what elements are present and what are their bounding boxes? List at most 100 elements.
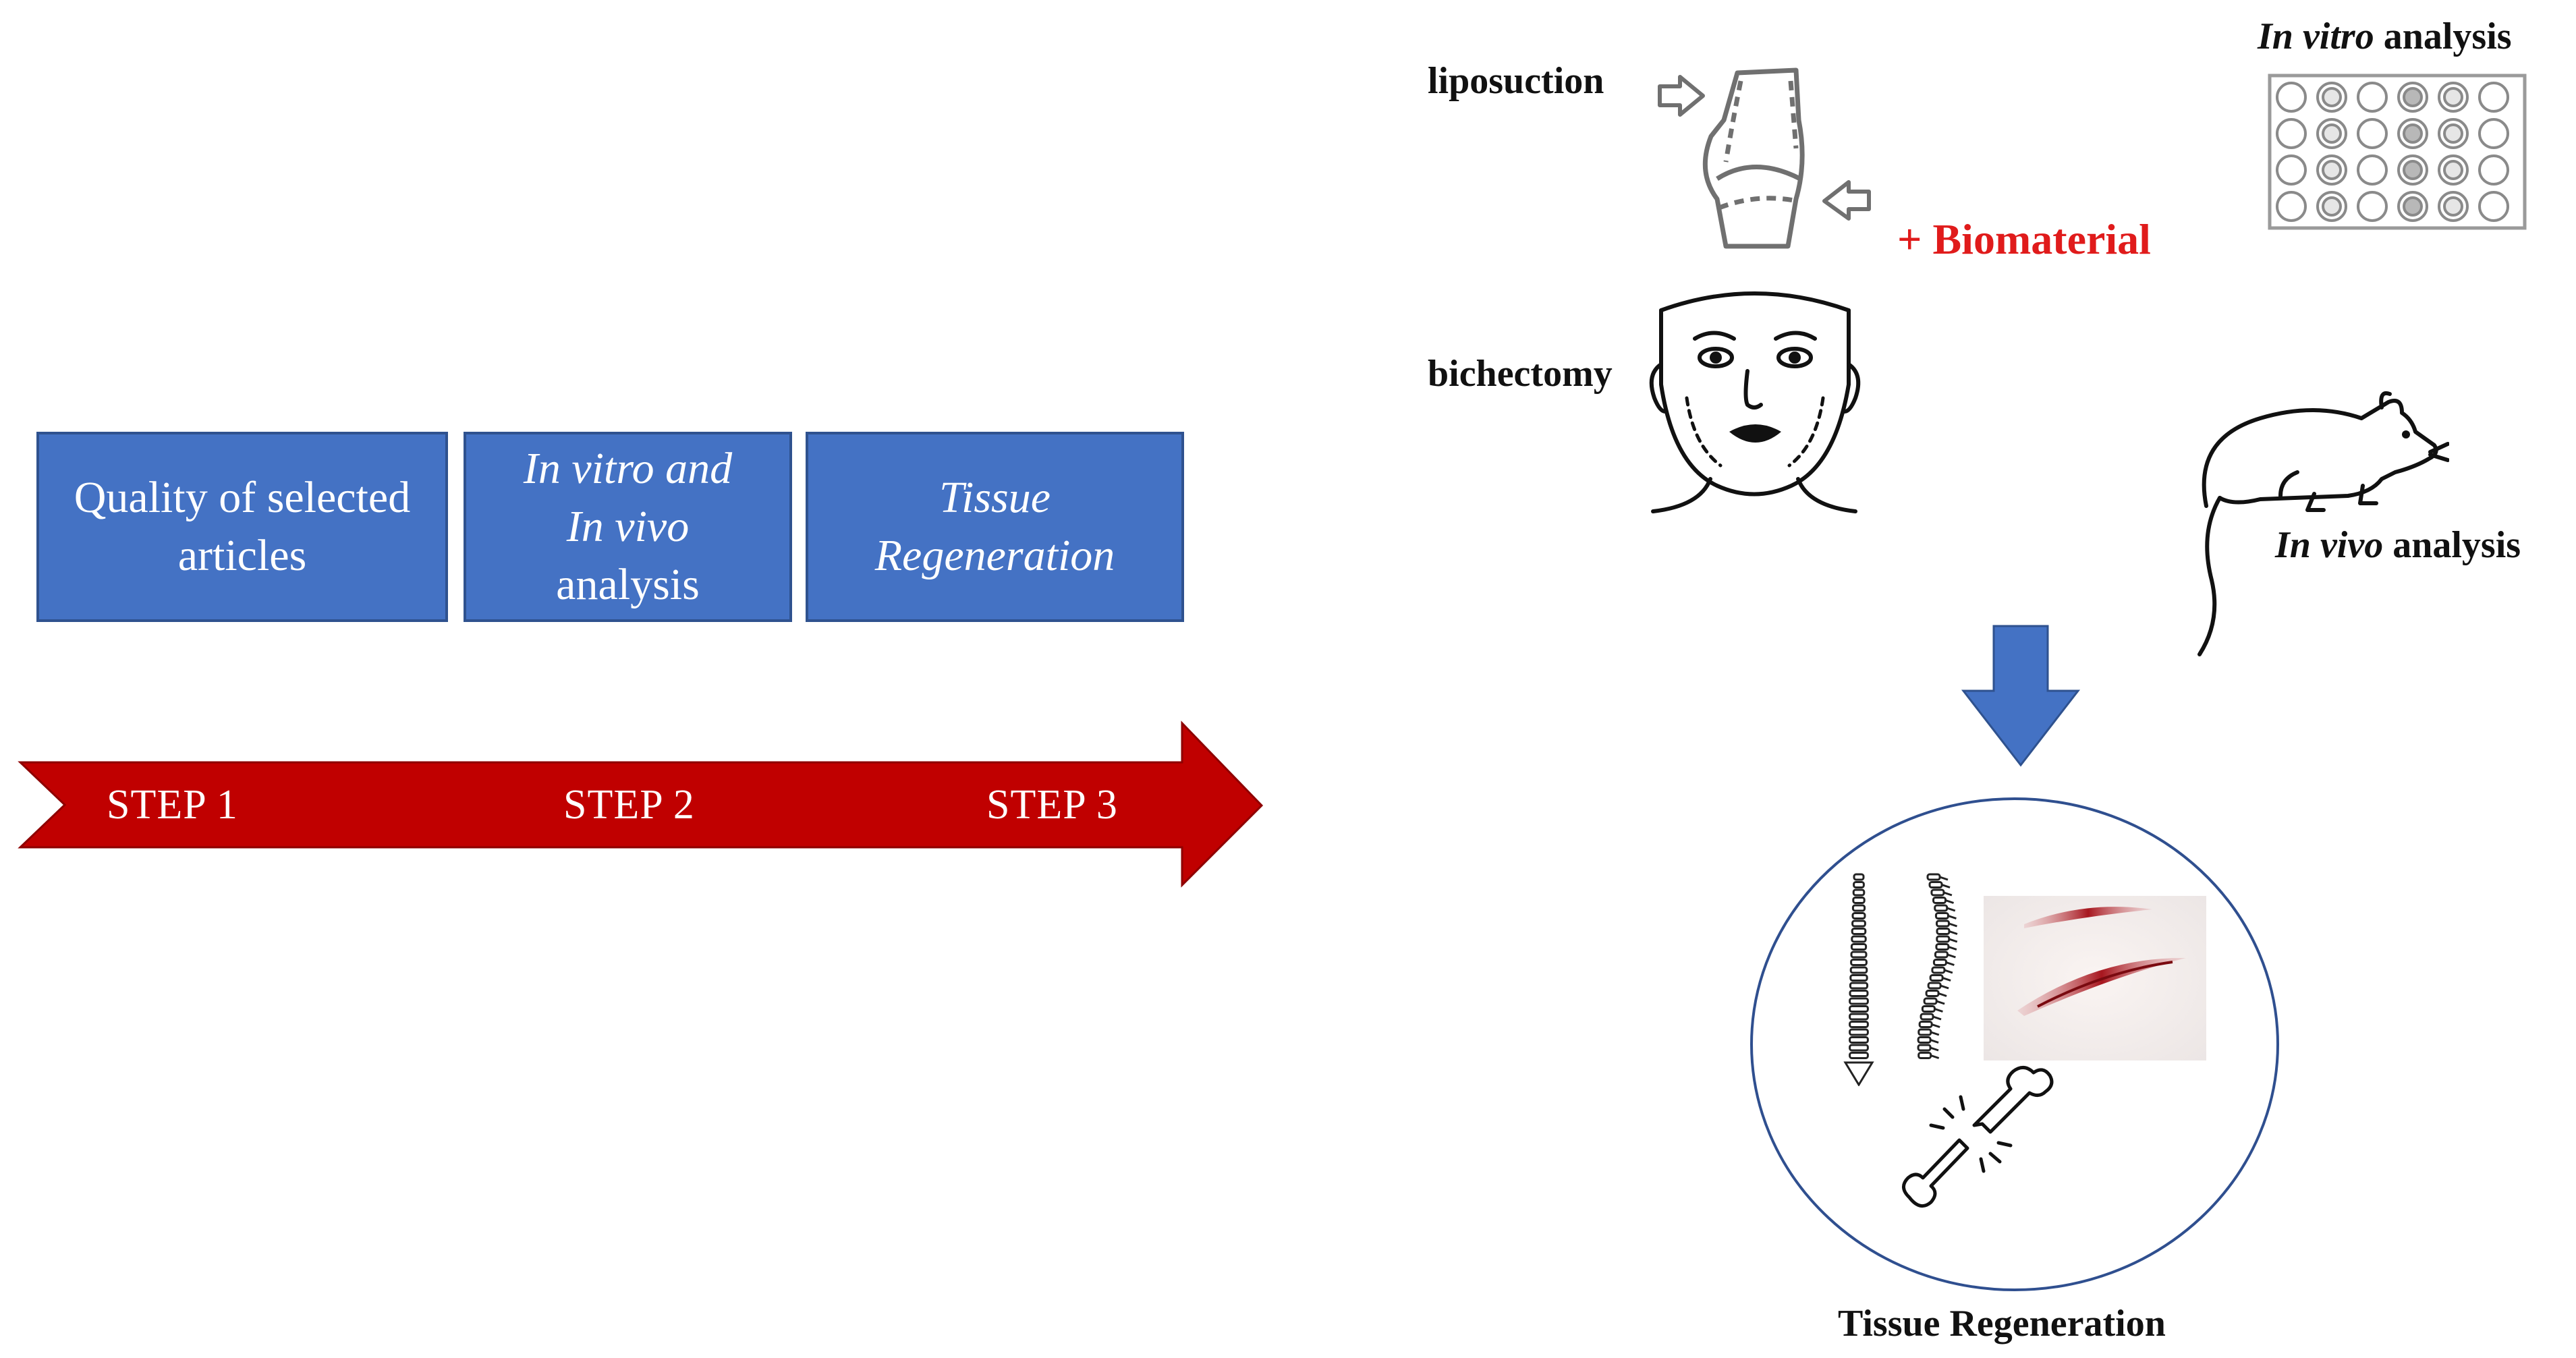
liposuction-label: liposuction [1428, 60, 1604, 102]
vertebra-process [1936, 1000, 1945, 1005]
vertebra [1917, 1044, 1932, 1052]
body-silhouette-icon [1658, 67, 1871, 249]
vertebra [1918, 1021, 1933, 1028]
well-plate-icon [2268, 74, 2527, 230]
vertebra-process [1944, 969, 1953, 974]
step3-box-line1: Tissue [939, 473, 1051, 523]
down-arrow-icon [1961, 625, 2081, 767]
vertebra-process [1930, 1046, 1939, 1052]
step3-label: STEP 3 [986, 782, 1118, 828]
vertebra-process [1932, 1015, 1942, 1021]
broken-bone-icon [1902, 1066, 2054, 1208]
vertebra [1930, 888, 1945, 897]
well [2357, 82, 2388, 113]
vertebra [1851, 935, 1867, 943]
step2-box: In vitro and In vivo analysis [464, 432, 792, 622]
well-inner [2322, 123, 2342, 144]
vertebra [1853, 873, 1865, 881]
vertebra [1849, 982, 1869, 990]
well-inner [2403, 87, 2423, 107]
vertebra [1926, 873, 1941, 881]
well-inner [2403, 123, 2423, 144]
vertebra [1849, 966, 1868, 974]
vertebra [1852, 897, 1866, 904]
vertebra [1936, 935, 1951, 943]
vertebra-process [1949, 922, 1958, 928]
vertebra [1849, 1044, 1869, 1052]
vertebra-process [1945, 899, 1955, 904]
vertebra [1850, 959, 1868, 966]
step1-label: STEP 1 [107, 782, 238, 828]
vertebra-process [1940, 984, 1949, 990]
vertebra-process [1942, 977, 1951, 982]
vertebra [1917, 1036, 1932, 1044]
well [2357, 154, 2388, 186]
well-inner [2443, 87, 2463, 107]
vertebra [1934, 904, 1949, 912]
vertebra [1932, 897, 1947, 904]
spine-side-icon [1917, 873, 1958, 1059]
vertebra-process [1939, 876, 1949, 881]
vertebra [1850, 951, 1868, 959]
vertebra [1853, 881, 1865, 888]
vertebra [1936, 928, 1951, 935]
in-vitro-label-rest: analysis [2374, 16, 2512, 57]
well [2357, 118, 2388, 149]
well-inner [2403, 160, 2423, 180]
vertebra-process [1934, 1008, 1943, 1013]
vertebra [1852, 888, 1866, 897]
vertebra-process [1931, 1023, 1940, 1028]
in-vivo-label-rest: analysis [2383, 524, 2521, 566]
vertebra [1931, 966, 1946, 974]
vertebra [1851, 920, 1866, 928]
vertebra [1849, 1005, 1869, 1013]
vertebra [1929, 974, 1944, 982]
face-icon [1649, 291, 1861, 513]
vertebra [1851, 928, 1867, 935]
well [2478, 191, 2509, 222]
vertebra-process [1949, 938, 1958, 943]
vertebra-process [1947, 953, 1956, 959]
vertebra [1851, 904, 1866, 912]
step3-box: Tissue Regeneration [806, 432, 1184, 622]
well-inner [2322, 87, 2342, 107]
timeline-arrow [18, 720, 1264, 888]
well-inner [2403, 196, 2423, 217]
well [2276, 82, 2307, 113]
vertebra [1849, 1028, 1869, 1036]
well [2276, 154, 2307, 186]
step2-label: STEP 2 [563, 782, 695, 828]
vertebra-process [1947, 915, 1957, 920]
vertebra-process [1930, 1054, 1940, 1059]
vertebra [1923, 997, 1938, 1005]
in-vivo-label-italic: In vivo [2275, 524, 2384, 566]
vertebra [1849, 1021, 1869, 1028]
in-vivo-label: In vivo analysis [2275, 524, 2521, 567]
vertebra-process [1948, 946, 1957, 951]
vertebra [1849, 974, 1868, 982]
vertebra [1849, 990, 1869, 997]
biomaterial-label: + Biomaterial [1897, 215, 2151, 263]
wound-icon [1984, 896, 2206, 1060]
result-label: Tissue Regeneration [1838, 1303, 2166, 1345]
well-inner [2443, 123, 2463, 144]
vertebra [1934, 951, 1949, 959]
well [2478, 118, 2509, 149]
well [2357, 191, 2388, 222]
vertebra [1932, 959, 1947, 966]
vertebra-process [1945, 961, 1955, 966]
well-inner [2443, 196, 2463, 217]
in-vitro-label: In vitro analysis [2258, 15, 2512, 58]
vertebra-process [1941, 884, 1951, 888]
vertebra [1850, 943, 1868, 951]
rat-icon [2197, 391, 2449, 656]
step1-box-line1: Quality of selected [74, 473, 411, 523]
vertebra [1849, 1013, 1869, 1021]
step2-box-line2: In vivo [566, 502, 690, 552]
step1-box: Quality of selected articles [36, 432, 448, 622]
step1-box-line2: articles [177, 531, 307, 580]
spine-icon [1843, 873, 1874, 1086]
step2-box-line3: analysis [556, 559, 700, 609]
well-inner [2443, 160, 2463, 180]
